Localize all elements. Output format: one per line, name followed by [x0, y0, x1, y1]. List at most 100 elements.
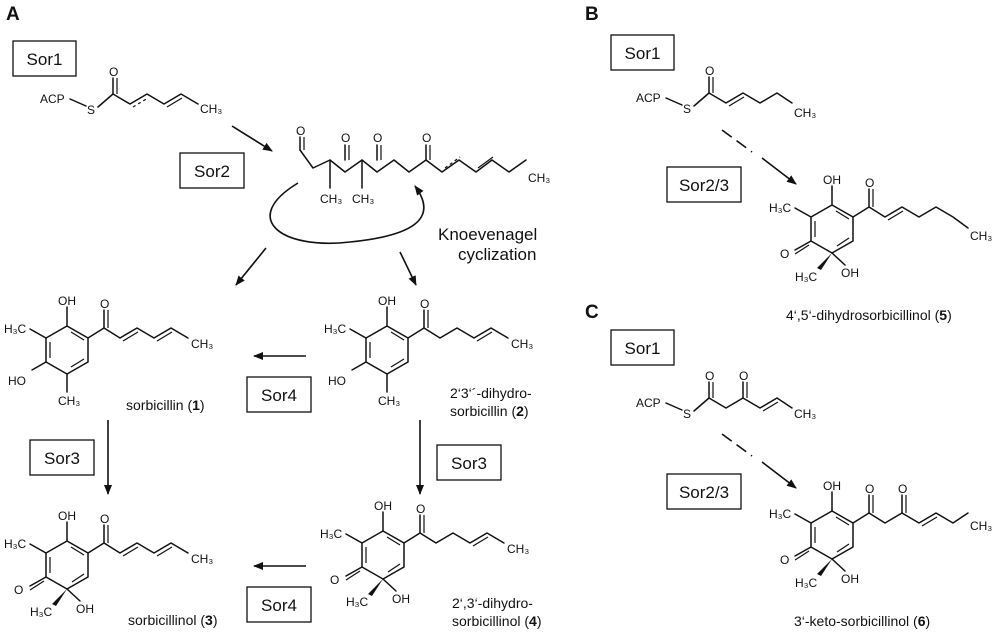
- atom-ch3: CH₃: [320, 192, 342, 206]
- atom-h3c: H₃C: [769, 201, 792, 215]
- atom-o: O: [416, 502, 425, 516]
- compound-name-2-line1: 2‘3‘´-dihydro-: [450, 385, 532, 401]
- panel-label-c: C: [585, 302, 599, 323]
- atom-ch3: CH₃: [191, 552, 213, 566]
- compound-name-5: 4‘,5‘-dihydrosorbicillinol (5): [786, 307, 952, 323]
- atom-h3c: H₃C: [324, 322, 347, 336]
- atom-oh: OH: [76, 602, 94, 616]
- atom-o: O: [705, 369, 714, 383]
- enzyme-label: Sor1: [27, 50, 63, 69]
- linear-polyketide: O O O O CH₃ CH₃ CH₃: [296, 124, 550, 206]
- enzyme-box-a-sor1: Sor1: [12, 40, 77, 77]
- enzyme-label: Sor2/3: [679, 176, 729, 195]
- atom-oh: OH: [374, 499, 392, 513]
- atom-oh: OH: [58, 294, 76, 308]
- enzyme-label: Sor3: [451, 454, 487, 473]
- atom-oh: OH: [823, 479, 841, 493]
- atom-oh: OH: [58, 509, 76, 523]
- structure-sorbicillin: OH H₃C HO CH₃ O CH₃: [4, 294, 213, 408]
- atom-oh: OH: [392, 592, 410, 606]
- acp-thioester-a: ACP S O CH₃: [40, 65, 222, 117]
- arrow-a-1: [231, 125, 273, 152]
- acp-thioester-b: ACP S O CH₃: [636, 64, 816, 120]
- atom-ch3: CH₃: [794, 407, 816, 421]
- wedge-bond: [817, 559, 832, 576]
- atom-o: O: [100, 512, 109, 526]
- enzyme-box-a-sor3-right: Sor3: [436, 444, 502, 481]
- atom-s: S: [87, 103, 95, 117]
- arrow-c-1: [721, 433, 753, 457]
- atom-ch3: CH₃: [528, 171, 550, 185]
- arrow-c-2: [761, 461, 797, 489]
- atom-ch3: CH₃: [352, 192, 374, 206]
- atom-acp: ACP: [636, 396, 661, 410]
- atom-h3c: H₃C: [4, 322, 27, 336]
- atom-ch3: CH₃: [511, 337, 533, 351]
- enzyme-box-b-sor23: Sor2/3: [666, 166, 742, 203]
- atom-oh: OH: [841, 572, 859, 586]
- enzyme-label: Sor1: [625, 44, 661, 63]
- atom-o: O: [865, 176, 874, 190]
- arrow-a-2: [235, 247, 267, 286]
- enzyme-box-a-sor3-left: Sor3: [29, 439, 95, 476]
- enzyme-box-a-sor2: Sor2: [179, 152, 245, 189]
- atom-h3c: H₃C: [30, 605, 53, 619]
- structure-dihydrosorbicillinol: OH H₃C O H₃C OH O CH₃: [320, 499, 529, 609]
- atom-o: O: [705, 64, 714, 78]
- acp-thioester-c: ACP S O O CH₃: [636, 369, 816, 421]
- atom-o: O: [341, 131, 350, 145]
- atom-h3c: H₃C: [769, 507, 792, 521]
- annotation-cyclization: cyclization: [458, 245, 536, 264]
- cyclization-loop-arrow: [269, 182, 425, 244]
- atom-acp: ACP: [40, 92, 65, 106]
- enzyme-box-a-sor4-top: Sor4: [246, 376, 312, 413]
- panel-label-a: A: [6, 4, 20, 25]
- atom-o: O: [865, 482, 874, 496]
- compound-name-4-line2: sorbicillinol (4): [452, 613, 542, 629]
- atom-ch3: CH₃: [58, 394, 80, 408]
- atom-o: O: [420, 297, 429, 311]
- compound-name-2-line2: sorbicillin (2): [450, 403, 529, 419]
- enzyme-label: Sor3: [44, 449, 80, 468]
- wedge-bond: [368, 579, 383, 596]
- atom-oh: OH: [378, 294, 396, 308]
- structure-dihydrosorbicillinol-45: OH H₃C O H₃C OH O CH₃: [769, 173, 992, 284]
- atom-h3c: H₃C: [4, 537, 27, 551]
- enzyme-label: Sor4: [261, 596, 297, 615]
- wedge-bond: [817, 253, 832, 270]
- atom-o: O: [739, 369, 748, 383]
- atom-o: O: [373, 131, 382, 145]
- atom-ch3: CH₃: [191, 337, 213, 351]
- compound-name-4-line1: 2‘,3‘-dihydro-: [452, 595, 533, 611]
- atom-ho: HO: [328, 374, 346, 388]
- arrow-b-2: [761, 157, 797, 185]
- enzyme-label: Sor2/3: [679, 483, 729, 502]
- atom-h3c: H₃C: [795, 576, 818, 590]
- atom-s: S: [683, 102, 691, 116]
- atom-ho: HO: [8, 374, 26, 388]
- atom-ch3: CH₃: [200, 102, 222, 116]
- atom-oh: OH: [841, 266, 859, 280]
- structure-sorbicillinol: OH H₃C O H₃C OH O CH₃: [4, 509, 213, 619]
- arrow-b-1: [721, 129, 753, 153]
- atom-o: O: [330, 573, 339, 587]
- atom-acp: ACP: [636, 91, 661, 105]
- atom-o: O: [109, 65, 118, 79]
- atom-oh: OH: [823, 173, 841, 187]
- atom-o: O: [780, 247, 789, 261]
- atom-ch3: CH₃: [794, 106, 816, 120]
- enzyme-label: Sor2: [194, 162, 230, 181]
- enzyme-box-c-sor23: Sor2/3: [666, 473, 742, 510]
- structure-dihydrosorbicillin: OH H₃C HO CH₃ O CH₃: [324, 294, 533, 408]
- atom-o: O: [296, 124, 305, 138]
- atom-ch3: CH₃: [507, 542, 529, 556]
- atom-o: O: [422, 131, 431, 145]
- enzyme-box-b-sor1: Sor1: [610, 34, 675, 71]
- atom-o: O: [100, 297, 109, 311]
- arrow-a-3: [399, 251, 417, 286]
- atom-s: S: [683, 407, 691, 421]
- atom-h3c: H₃C: [346, 595, 369, 609]
- enzyme-label: Sor1: [625, 339, 661, 358]
- annotation-knoevenagel: Knoevenagel: [438, 225, 537, 244]
